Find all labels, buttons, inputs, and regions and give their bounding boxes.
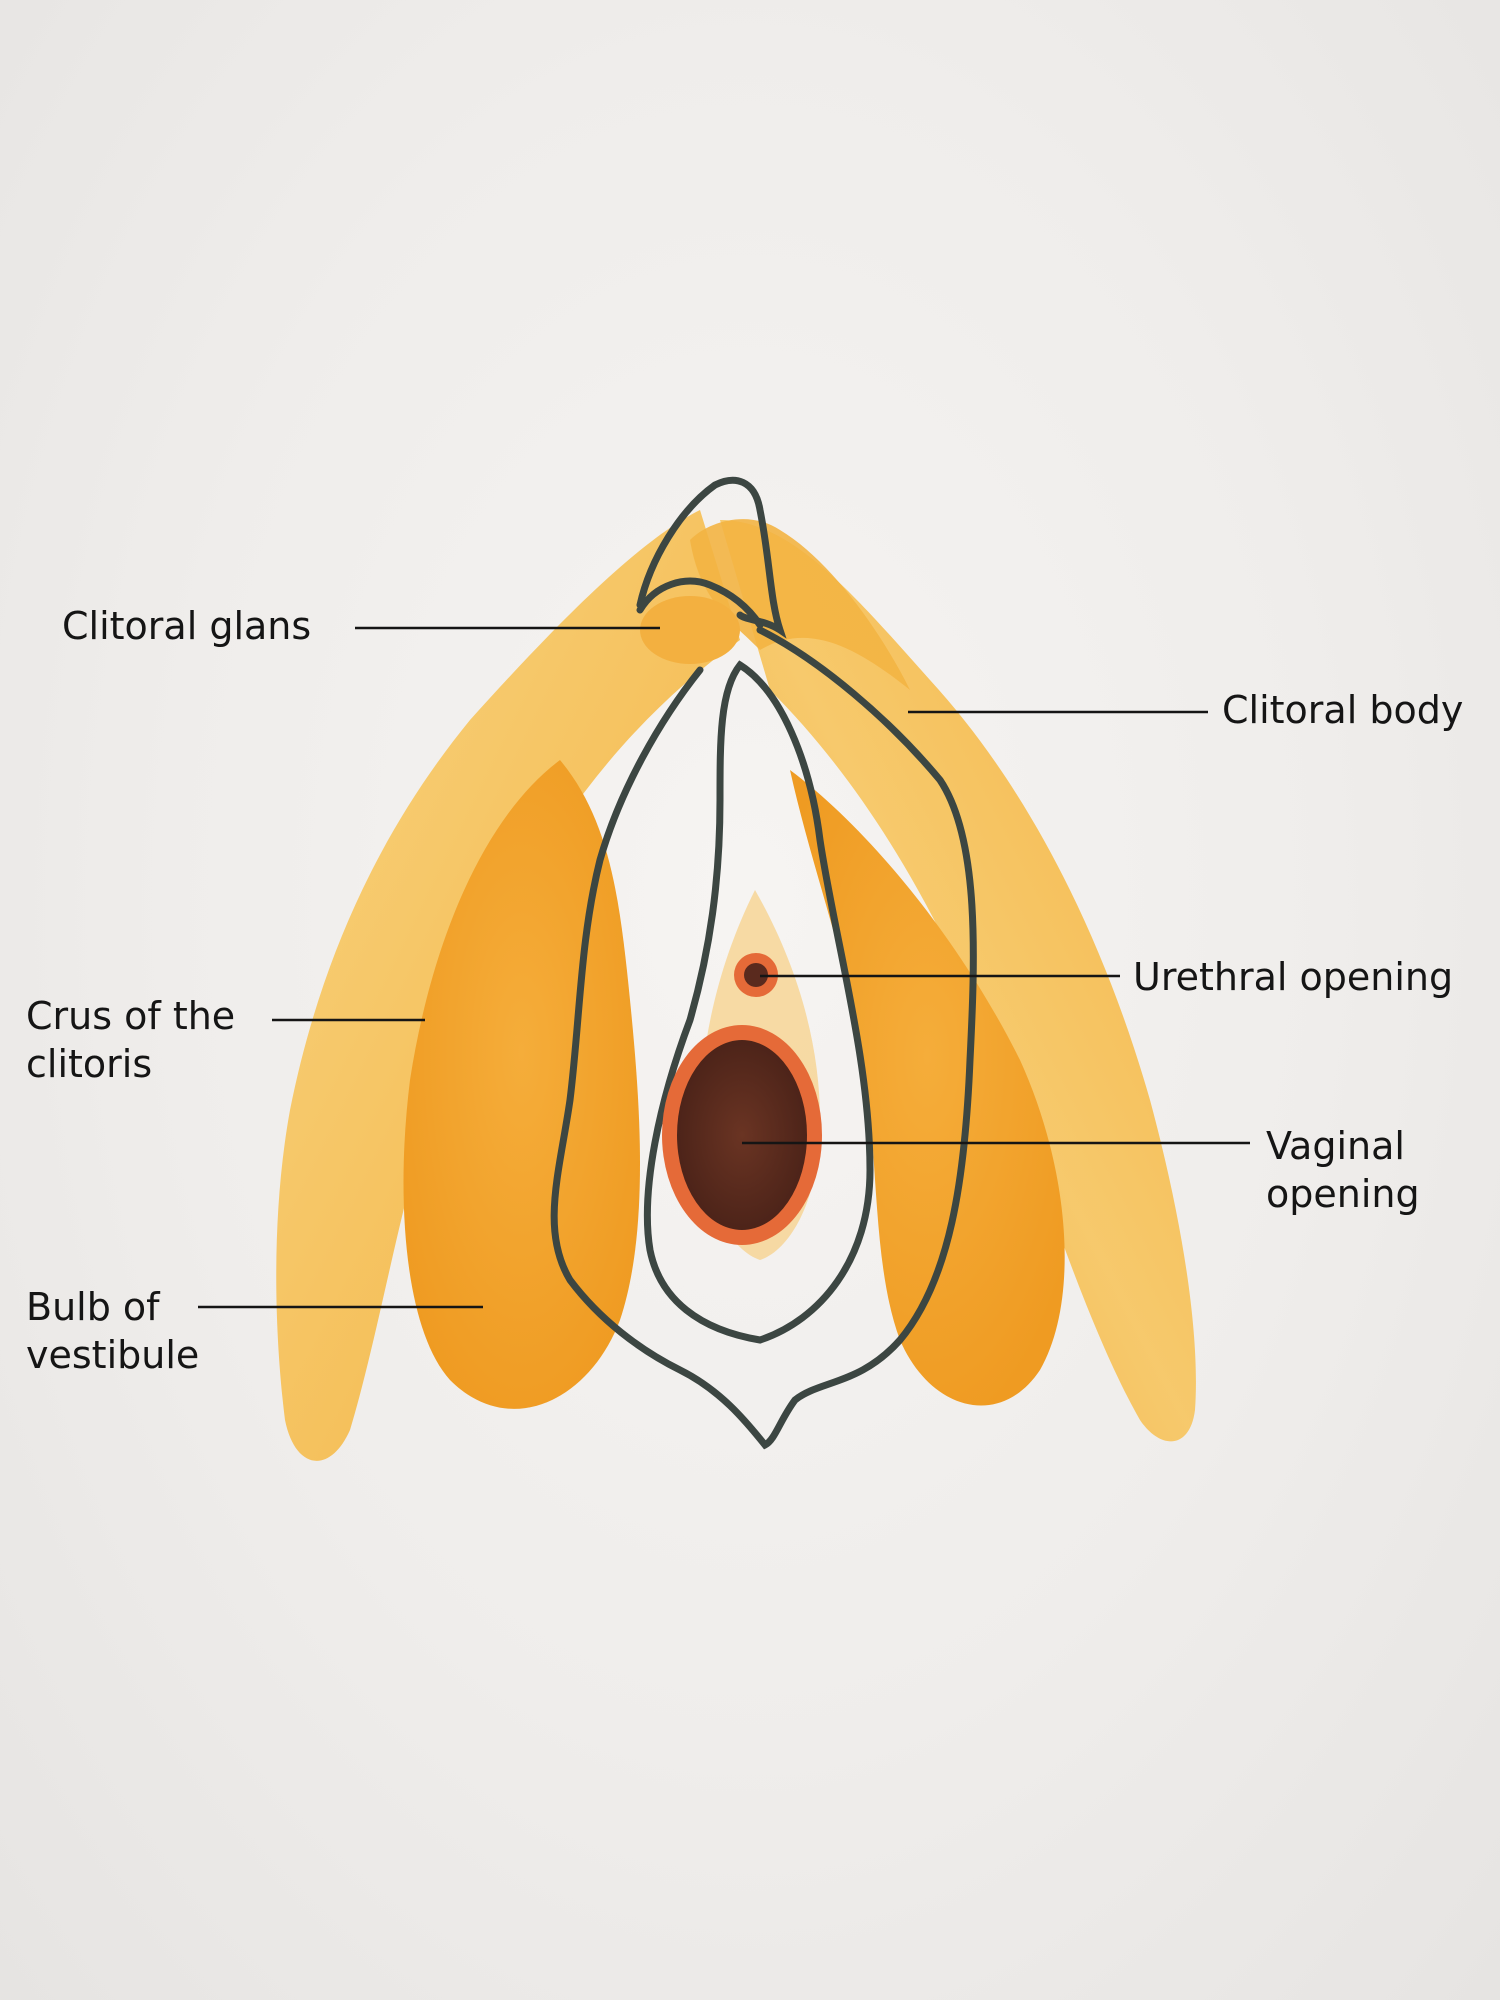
label-crus-line-1: Crus of the (26, 992, 235, 1040)
clitoral-glans-shape (640, 596, 740, 664)
label-vaginal-line-1: Vaginal (1266, 1122, 1420, 1170)
label-bulb-line-2: vestibule (26, 1331, 199, 1379)
label-vaginal-line-2: opening (1266, 1170, 1420, 1218)
label-clitoral-glans: Clitoral glans (62, 602, 311, 650)
label-crus-line-2: clitoris (26, 1040, 235, 1088)
vaginal-opening-center (677, 1040, 807, 1230)
label-vaginal-opening: Vaginal opening (1266, 1122, 1420, 1218)
label-urethral-opening: Urethral opening (1133, 953, 1453, 1001)
label-bulb-of-vestibule: Bulb of vestibule (26, 1283, 199, 1379)
label-crus-of-the-clitoris: Crus of the clitoris (26, 992, 235, 1088)
label-clitoral-body: Clitoral body (1222, 686, 1463, 734)
label-bulb-line-1: Bulb of (26, 1283, 199, 1331)
